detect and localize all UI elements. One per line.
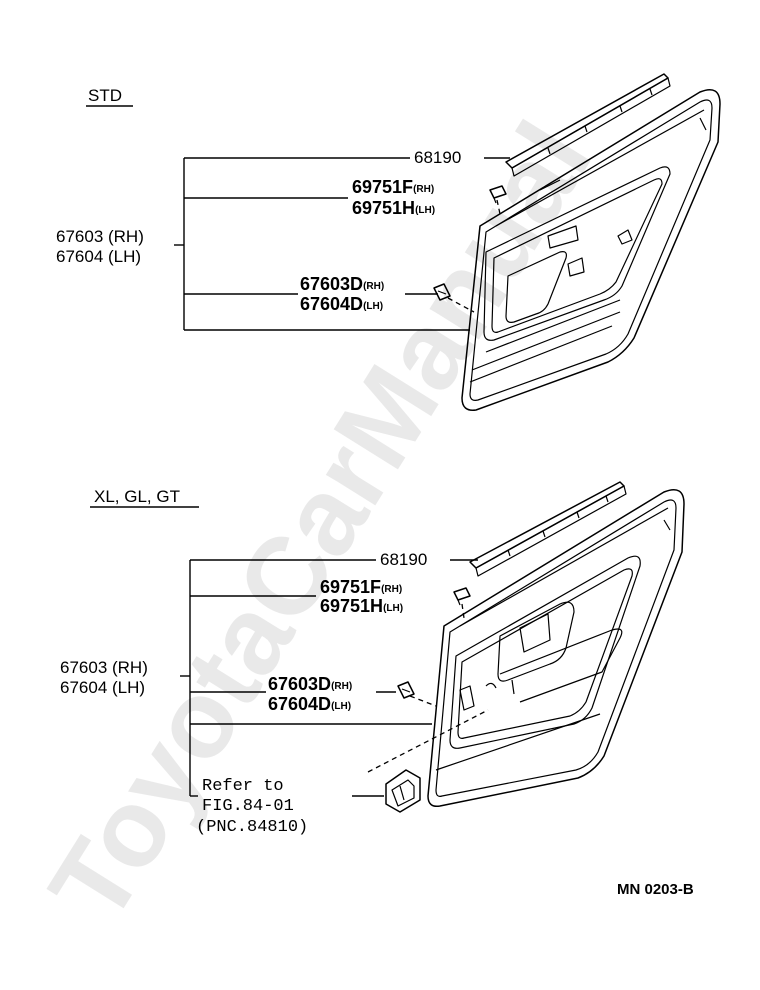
door-trim-board-xl (427, 489, 685, 808)
screw-std (433, 283, 451, 301)
clip-std (489, 185, 507, 204)
molding-strip-xl (469, 481, 627, 577)
clip-xl (453, 587, 471, 606)
window-switch-xl (385, 769, 421, 813)
callout-board-rh-std: 67603 (RH) (56, 227, 144, 246)
section-std: STD 68190 69751F(RH) 69751H(LH) 67603D(R… (56, 73, 721, 411)
callout-board-lh-std: 67604 (LH) (56, 247, 141, 266)
callout-screw-rh-std: 67603D(RH) (300, 274, 384, 294)
callout-clip-rh-std: 69751F(RH) (352, 177, 434, 197)
section-title-std: STD (88, 86, 122, 105)
callout-clip-lh-xl: 69751H(LH) (320, 596, 403, 616)
callout-screw-rh-xl: 67603D(RH) (268, 674, 352, 694)
refer-note-line2: FIG.84-01 (202, 797, 294, 816)
callout-board-rh-xl: 67603 (RH) (60, 658, 148, 677)
section-xl-gl-gt: XL, GL, GT 68190 69751F(RH) 69751H(LH) 6… (60, 481, 685, 837)
refer-note-line1: Refer to (202, 777, 284, 796)
section-title-xl-gl-gt: XL, GL, GT (94, 487, 180, 506)
callout-screw-lh-xl: 67604D(LH) (268, 694, 351, 714)
callout-clip-lh-std: 69751H(LH) (352, 198, 435, 218)
refer-note-line3: (PNC.84810) (196, 818, 308, 837)
molding-strip-std (505, 73, 671, 177)
leader-lines-xl (180, 559, 489, 797)
screw-xl (397, 681, 415, 699)
callout-molding-std: 68190 (414, 148, 461, 167)
diagram-code: MN 0203-B (617, 881, 694, 898)
door-trim-board-std (461, 89, 721, 411)
callout-molding-xl: 68190 (380, 550, 427, 569)
callout-screw-lh-std: 67604D(LH) (300, 294, 383, 314)
callout-board-lh-xl: 67604 (LH) (60, 678, 145, 697)
callout-clip-rh-xl: 69751F(RH) (320, 577, 402, 597)
leader-lines-std (174, 157, 510, 331)
